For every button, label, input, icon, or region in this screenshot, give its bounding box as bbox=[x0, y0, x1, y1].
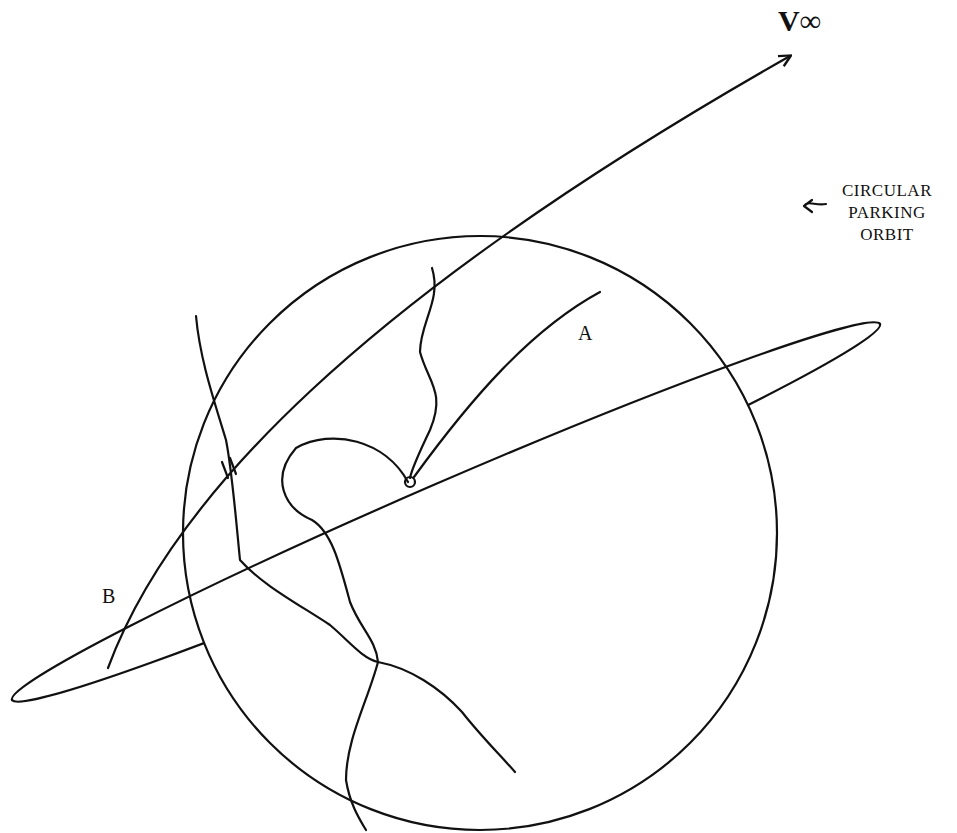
point-label: A bbox=[576, 322, 594, 345]
point-label: B bbox=[100, 585, 117, 608]
departure-trajectory bbox=[108, 56, 790, 668]
continent-south-america-west bbox=[346, 662, 378, 830]
orbit-label: CIRCULAR PARKING ORBIT bbox=[832, 180, 942, 246]
crossing-mark bbox=[222, 458, 236, 478]
orbit-pointer bbox=[804, 200, 826, 212]
continent-gulf bbox=[282, 439, 408, 662]
earth-outline bbox=[183, 236, 777, 830]
parking-orbit-front bbox=[12, 322, 880, 700]
continent-west-coast bbox=[196, 316, 378, 662]
continent-south-america-east bbox=[378, 662, 515, 772]
launch-site bbox=[405, 477, 415, 487]
velocity-label: V∞ bbox=[778, 4, 821, 38]
continent-east-coast bbox=[410, 268, 436, 478]
ascent-trajectory bbox=[414, 292, 600, 477]
